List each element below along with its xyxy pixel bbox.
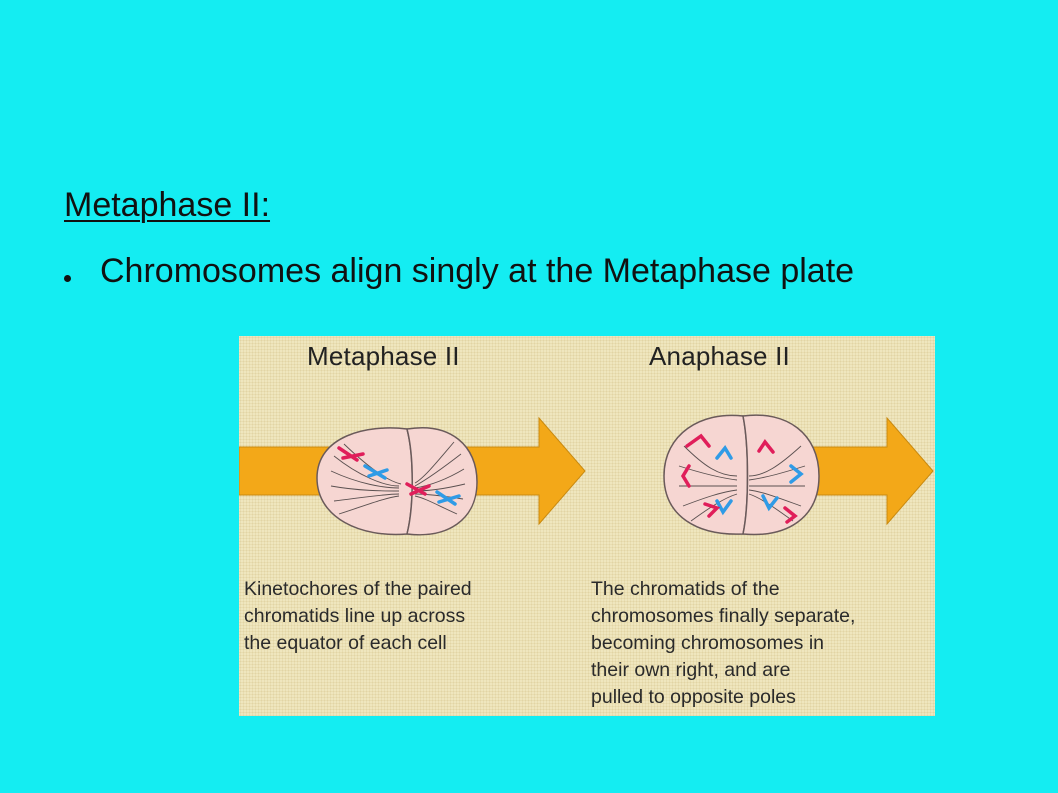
bullet-item: Chromosomes align singly at the Metaphas… [64, 253, 964, 290]
panel-heading-metaphase: Metaphase II [307, 341, 460, 371]
slide-title: Metaphase II: [64, 186, 271, 224]
panel-heading-anaphase: Anaphase II [649, 341, 790, 371]
bullet-dot-icon [64, 275, 71, 282]
panel-caption-metaphase: Kinetochores of the paired chromatids li… [244, 578, 472, 654]
metaphase-cells-icon [316, 427, 478, 536]
anaphase-cells-icon [663, 414, 820, 536]
figure-illustration [239, 414, 934, 536]
meiosis-figure: Metaphase II Anaphase II Kinetochores of… [239, 336, 935, 716]
bullet-text: Chromosomes align singly at the Metaphas… [100, 252, 855, 290]
panel-caption-anaphase: The chromatids of the chromosomes finall… [591, 578, 856, 708]
